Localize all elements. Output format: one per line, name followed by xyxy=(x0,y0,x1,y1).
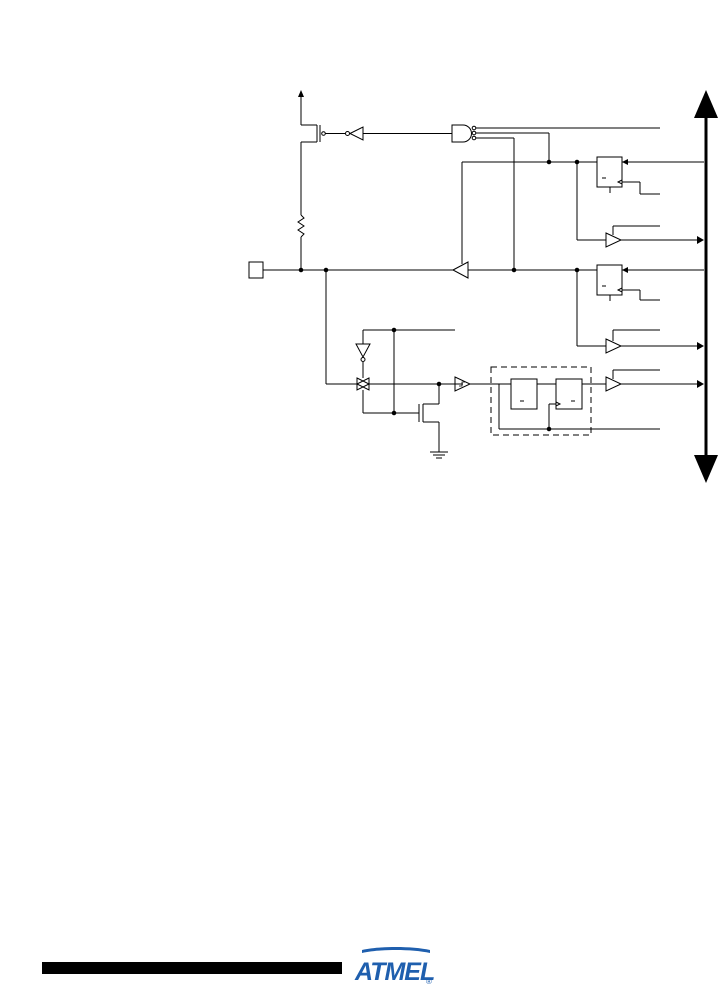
io-pin-schematic xyxy=(248,90,718,483)
ddr-read-buffer xyxy=(576,162,704,248)
pullup-and-gate xyxy=(451,124,660,270)
logo-text: ATMEL xyxy=(354,958,434,986)
pulldown-nmos-transistor xyxy=(391,330,442,452)
atmel-logo: ATMEL ® xyxy=(354,947,435,986)
pin-read-buffer xyxy=(605,369,704,392)
ground-symbol xyxy=(430,451,448,459)
pullup-resistor xyxy=(297,142,305,270)
pullup-inverter xyxy=(345,126,452,141)
vcc-supply xyxy=(298,90,304,125)
pullup-pmos-transistor xyxy=(301,124,345,143)
synchronizer xyxy=(490,366,660,436)
port-register xyxy=(574,264,704,301)
sync-latch-1 xyxy=(510,378,538,410)
ddr-register xyxy=(574,156,704,195)
schmitt-trigger-buffer xyxy=(454,376,511,392)
transmission-gate xyxy=(355,377,463,414)
pin-net xyxy=(301,267,453,385)
footer-rule xyxy=(42,962,342,974)
io-pin-pad xyxy=(248,261,304,279)
data-bus xyxy=(694,90,718,483)
port-read-buffer xyxy=(576,270,704,354)
output-driver-buffer xyxy=(451,159,577,279)
registered-mark: ® xyxy=(426,977,432,986)
sync-latch-2 xyxy=(555,378,583,410)
sleep-control-inverter xyxy=(355,327,455,378)
